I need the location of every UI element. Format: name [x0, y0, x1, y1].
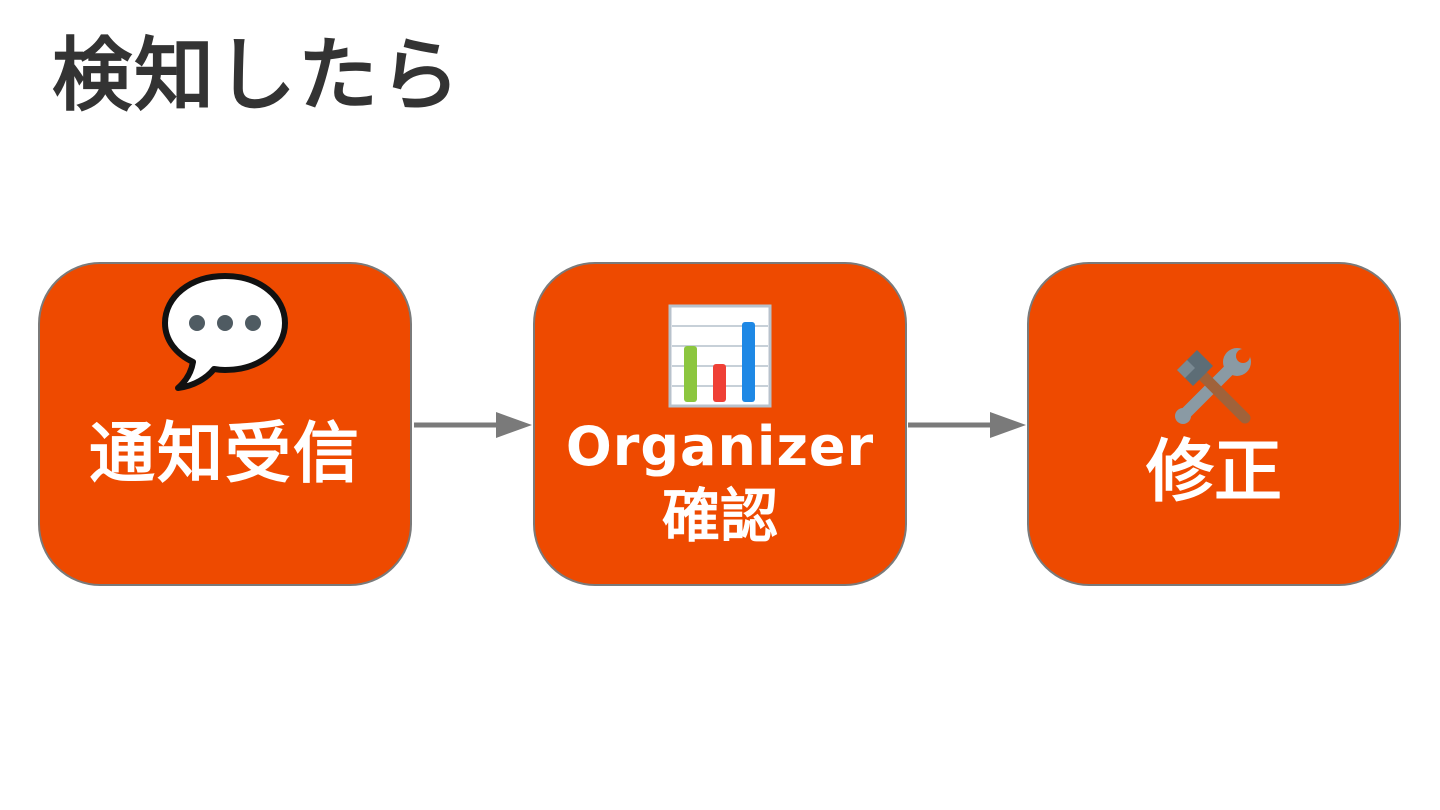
step-box-notification: 通知受信 [38, 262, 412, 586]
hammer-and-wrench-icon [1175, 348, 1251, 424]
page-title: 検知したら [52, 29, 462, 122]
step-label-notification: 通知受信 [89, 415, 361, 492]
arrow-right-icon [414, 412, 532, 438]
step-box-fix: 修正 [1027, 262, 1401, 586]
arrow-right-icon [908, 412, 1026, 438]
bar-chart-icon [668, 304, 772, 408]
step-label-confirm: 確認 [661, 482, 778, 550]
speech-bubble-icon [162, 273, 288, 391]
step-box-organizer: Organizer 確認 [533, 262, 907, 586]
step-label-organizer: Organizer [565, 415, 875, 478]
step-label-fix: 修正 [1145, 433, 1282, 512]
